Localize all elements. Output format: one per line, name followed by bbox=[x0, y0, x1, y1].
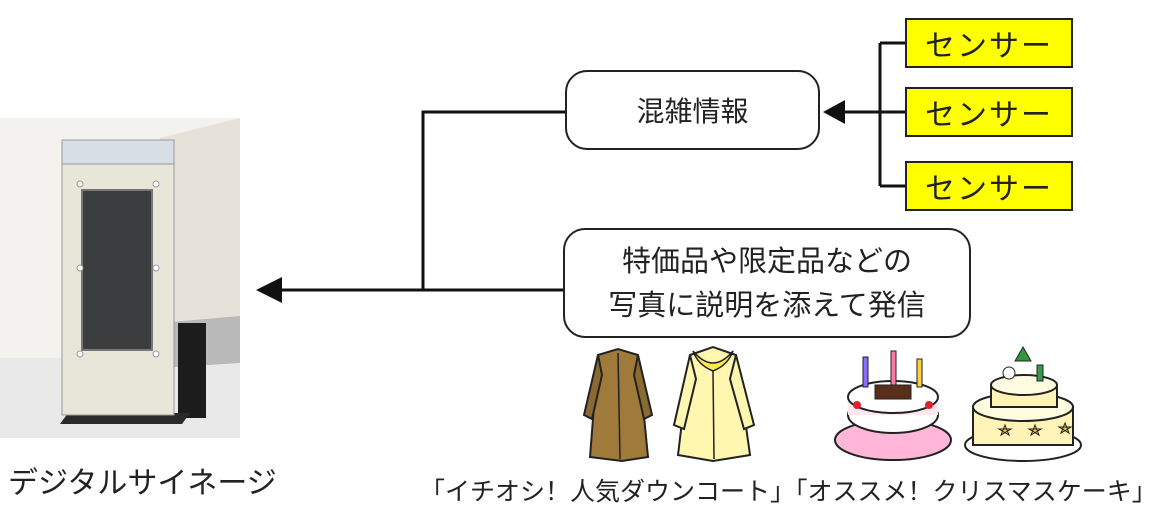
sensor-box-3: センサー bbox=[905, 161, 1073, 211]
sensor-label: センサー bbox=[925, 172, 1053, 207]
promo-info-box: 特価品や限定品などの 写真に説明を添えて発信 bbox=[563, 228, 971, 338]
arrowhead-signage bbox=[256, 277, 282, 303]
sensor-box-2: センサー bbox=[905, 87, 1073, 137]
congestion-info-box: 混雑情報 bbox=[565, 70, 820, 150]
digital-signage-image bbox=[0, 118, 240, 438]
digital-signage-label: デジタルサイネージ bbox=[8, 466, 277, 501]
promo-line-1: 特価品や限定品などの bbox=[621, 244, 912, 278]
arrowhead-congestion bbox=[823, 100, 845, 124]
congestion-info-label: 混雑情報 bbox=[636, 95, 749, 128]
promo-line-2: 写真に説明を添えて発信 bbox=[608, 288, 926, 322]
down-coat-image bbox=[582, 345, 756, 463]
product-caption: 「イチオシ！人気ダウンコート」「オススメ！クリスマスケーキ」 bbox=[420, 477, 1157, 506]
sensor-label: センサー bbox=[925, 29, 1053, 64]
congestion-to-signage-line bbox=[421, 110, 565, 290]
sensor-label: センサー bbox=[925, 98, 1053, 133]
christmas-cake-image bbox=[834, 345, 1082, 462]
sensor-box-1: センサー bbox=[905, 18, 1073, 68]
